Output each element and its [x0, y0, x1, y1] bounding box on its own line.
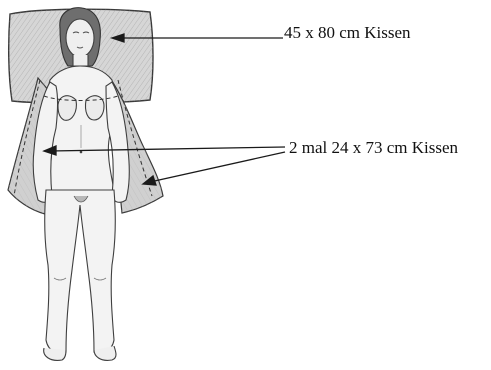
arrow-right-side-pillow	[143, 152, 285, 185]
side-pillows-label: 2 mal 24 x 73 cm Kissen	[289, 139, 458, 156]
head-pillow-label: 45 x 80 cm Kissen	[284, 24, 411, 41]
